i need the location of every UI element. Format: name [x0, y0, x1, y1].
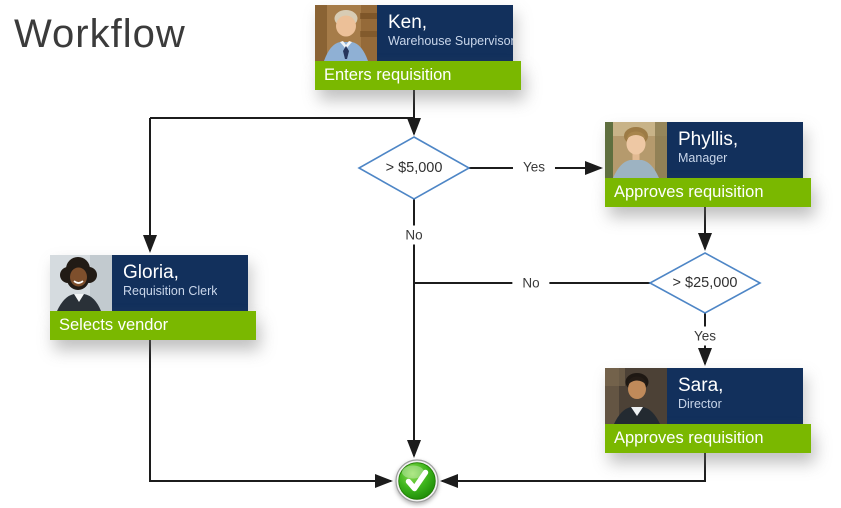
action-label: Selects vendor	[50, 311, 256, 340]
edge-label-over25000-yes: Yes	[683, 326, 727, 346]
person-role: Director	[678, 397, 722, 411]
decision-over-5000-label: > $5,000	[385, 160, 443, 176]
person-role: Requisition Clerk	[123, 284, 218, 298]
phyllis-portrait-photo	[605, 122, 667, 178]
node-gloria: Gloria, Requisition Clerk Selects vendor	[50, 255, 256, 340]
decision-over-25000-label: > $25,000	[672, 275, 738, 291]
node-sara-text: Sara, Director	[667, 368, 723, 424]
action-label: Approves requisition	[605, 178, 811, 207]
edge-label-over25000-no: No	[512, 273, 550, 293]
check-icon	[395, 459, 439, 503]
node-ken-header: Ken, Warehouse Supervisor	[315, 5, 513, 61]
node-sara: Sara, Director Approves requisition	[605, 368, 811, 453]
node-phyllis-text: Phyllis, Manager	[667, 122, 738, 178]
edge-sara-to-check	[440, 453, 706, 488]
node-gloria-text: Gloria, Requisition Clerk	[112, 255, 217, 311]
node-ken: Ken, Warehouse Supervisor Enters requisi…	[315, 5, 521, 90]
ken-portrait-photo	[315, 5, 377, 61]
person-role: Manager	[678, 151, 728, 165]
node-phyllis-header: Phyllis, Manager	[605, 122, 803, 178]
edge-gloria-to-check	[149, 340, 393, 488]
node-ken-text: Ken, Warehouse Supervisor	[377, 5, 513, 61]
person-name: Gloria,	[123, 262, 179, 283]
action-label: Approves requisition	[605, 424, 811, 453]
node-phyllis: Phyllis, Manager Approves requisition	[605, 122, 811, 207]
node-gloria-header: Gloria, Requisition Clerk	[50, 255, 248, 311]
sara-portrait-photo	[605, 368, 667, 424]
action-label: Enters requisition	[315, 61, 521, 90]
gloria-portrait-photo	[50, 255, 112, 311]
person-role: Warehouse Supervisor	[388, 34, 513, 48]
person-name: Sara,	[678, 375, 724, 396]
node-sara-header: Sara, Director	[605, 368, 803, 424]
edge-label-over5000-no: No	[395, 225, 433, 245]
page-title: Workflow	[14, 12, 186, 56]
person-name: Ken,	[388, 12, 428, 33]
edge-label-over5000-yes: Yes	[512, 157, 556, 177]
person-name: Phyllis,	[678, 129, 739, 150]
